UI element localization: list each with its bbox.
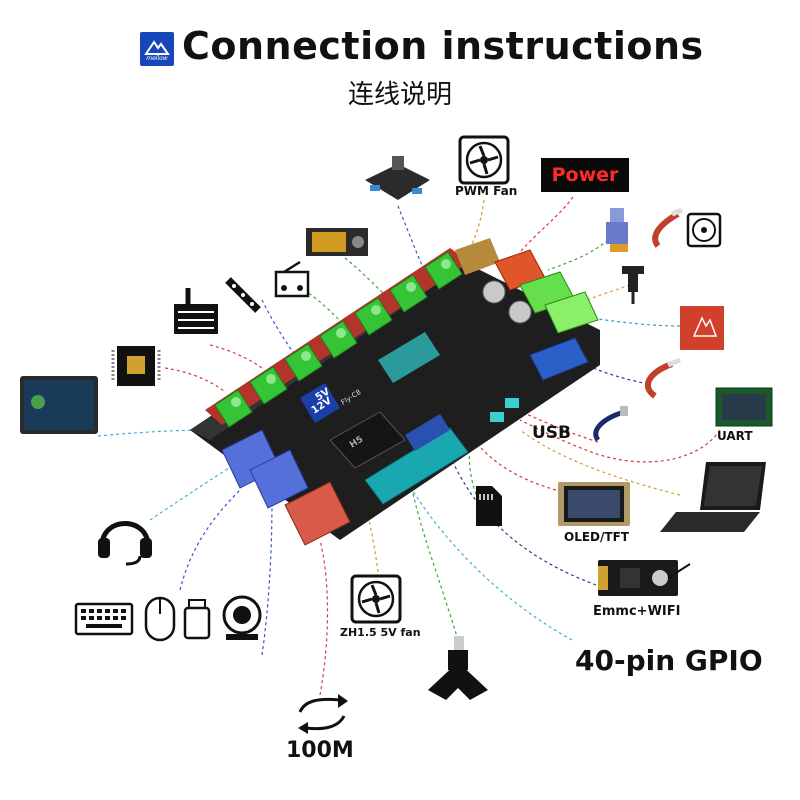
terminal-screw-holes	[231, 259, 451, 407]
page-subtitle: 连线说明	[347, 80, 452, 110]
logo-text: mellow	[146, 55, 168, 62]
mouse-icon	[144, 596, 176, 642]
line-endstop	[209, 344, 263, 369]
mellow-logo-icon: mellow	[140, 32, 174, 66]
thermistor-terminal	[529, 337, 589, 381]
voltage-jumper	[300, 383, 340, 423]
heated-bed-icon	[680, 306, 724, 350]
oled-tft-label: OLED/TFT	[564, 530, 629, 544]
usb-label: USB	[532, 423, 572, 443]
line-power	[519, 196, 574, 253]
oled-tft-icon	[558, 482, 630, 526]
usb-cable-icon	[593, 406, 628, 442]
sd-card-icon	[476, 486, 502, 526]
emmc-wifi-label: Emmc+WIFI	[593, 604, 681, 619]
headphones-icon	[98, 521, 152, 566]
zh15-fan-label: ZH1.5 5V fan	[340, 626, 421, 639]
gpio-label: 40-pin GPIO	[575, 644, 763, 677]
line-uart	[519, 419, 721, 463]
line-headphones	[149, 461, 239, 521]
probe-icon	[622, 266, 644, 304]
line-heated-bed	[589, 317, 681, 327]
lcd-display-icon	[306, 228, 368, 256]
pwm-fan-label: PWM Fan	[455, 184, 518, 198]
usb-port-2	[249, 449, 309, 509]
line-oled	[474, 439, 557, 491]
page-title: Connection instructions	[182, 24, 704, 68]
capacitor	[508, 300, 532, 324]
usb-drive-icon	[183, 599, 211, 640]
header: mellow Connection instructions 连线说明	[0, 0, 800, 110]
bed-terminal	[544, 291, 599, 334]
line-filament	[303, 289, 351, 333]
ethernet-100m-label: 100M	[286, 738, 354, 763]
main-board	[190, 238, 600, 546]
led-strip-icon	[225, 277, 261, 313]
uart-label: UART	[717, 429, 753, 443]
line-pwm-fan	[461, 199, 485, 266]
spi-header	[405, 414, 450, 451]
logo-mountain-icon	[144, 40, 170, 55]
power-label: Power	[541, 158, 629, 192]
zh15-fan-icon	[350, 574, 402, 624]
usb-c-port	[505, 398, 519, 408]
toolhead-board-icon	[365, 156, 430, 200]
stepper-driver-icon	[111, 346, 161, 386]
line-gpio	[399, 469, 573, 641]
bed-thermistor-icon	[644, 357, 681, 399]
line-driver	[164, 367, 226, 393]
emmc-wifi-module-icon	[598, 560, 691, 596]
touchscreen-icon	[20, 376, 98, 434]
part-fan-icon	[686, 212, 722, 248]
endstop-switch-icon	[174, 288, 218, 334]
line-lan	[319, 539, 329, 696]
hotend-icon	[606, 208, 628, 252]
ethernet-port	[284, 481, 351, 546]
cpu-chip	[329, 411, 406, 469]
line-laptop	[519, 429, 681, 496]
fan-header	[455, 238, 500, 275]
line-bed-thermistor	[574, 359, 649, 385]
capacitor	[482, 280, 506, 304]
laptop-icon	[660, 462, 766, 532]
line-webcam	[261, 499, 273, 656]
expansion-header	[378, 332, 440, 383]
ethernet-icon	[298, 694, 348, 734]
thermistor-icon	[652, 207, 683, 248]
line-led	[261, 299, 297, 357]
keyboard-icon	[74, 602, 134, 636]
uart-screen-icon	[715, 387, 773, 427]
accelerometer-icon	[428, 636, 488, 700]
stepper-terminal-row	[214, 251, 463, 428]
line-hotend	[547, 239, 609, 271]
usb-c-port	[490, 412, 504, 422]
line-usb-drive	[179, 489, 241, 591]
filament-sensor-icon	[274, 260, 310, 298]
webcam-icon	[222, 595, 262, 640]
pwm-fan-icon	[458, 135, 510, 185]
line-accel	[409, 479, 459, 641]
